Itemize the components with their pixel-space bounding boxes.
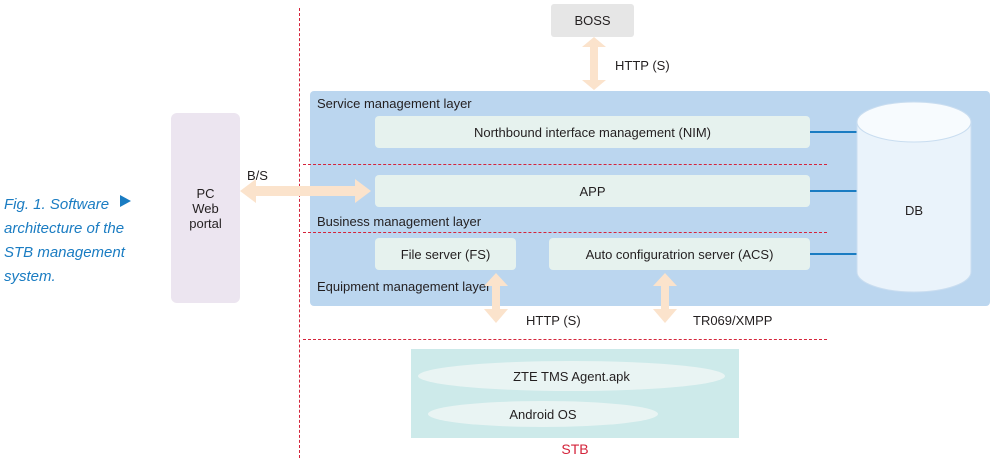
- boss-arrow: [582, 37, 606, 90]
- fs-protocol-label: HTTP (S): [526, 313, 581, 328]
- pc-line-1: PC: [196, 185, 215, 201]
- caption-pointer-icon: [120, 195, 131, 207]
- nim-box: Northbound interface management (NIM): [375, 116, 810, 148]
- service-layer-label: Service management layer: [317, 96, 472, 111]
- acs-db-connector: [810, 253, 860, 255]
- stb-label: STB: [561, 441, 589, 457]
- nim-db-connector: [810, 131, 860, 133]
- pc-line-3: portal: [189, 215, 222, 231]
- business-layer-label: Business management layer: [317, 214, 482, 229]
- boss-protocol-label: HTTP (S): [615, 58, 670, 73]
- pc-web-portal: PC Web portal: [171, 113, 240, 303]
- app-db-connector: [810, 190, 860, 192]
- app-box: APP: [375, 175, 810, 207]
- caption-line-4: system.: [4, 268, 56, 285]
- db-label: DB: [904, 202, 924, 218]
- bs-protocol-label: B/S: [247, 168, 268, 183]
- client-server-divider: [299, 8, 300, 458]
- db-cylinder: [856, 101, 972, 293]
- caption-line-2: architecture of the: [4, 220, 125, 237]
- bs-arrow: [240, 179, 371, 203]
- figure-caption: Fig. 1. Software architecture of the STB…: [4, 193, 136, 289]
- file-server-box: File server (FS): [375, 238, 516, 270]
- equipment-layer-label: Equipment management layer: [317, 279, 491, 294]
- acs-box: Auto configuratrion server (ACS): [549, 238, 810, 270]
- tms-agent-ellipse: ZTE TMS Agent.apk: [418, 361, 725, 391]
- acs-protocol-label: TR069/XMPP: [693, 313, 773, 328]
- android-os-ellipse: Android OS: [428, 401, 658, 427]
- fs-http-arrow: [484, 273, 508, 323]
- caption-line-3: STB management: [4, 244, 125, 261]
- layer-divider-2: [303, 232, 827, 233]
- caption-line-1: Fig. 1. Software: [4, 196, 110, 213]
- acs-tr069-arrow: [653, 273, 677, 323]
- layer-divider-1: [303, 164, 827, 165]
- layer-divider-3: [303, 339, 827, 340]
- pc-line-2: Web: [192, 200, 219, 216]
- boss-box: BOSS: [551, 4, 634, 37]
